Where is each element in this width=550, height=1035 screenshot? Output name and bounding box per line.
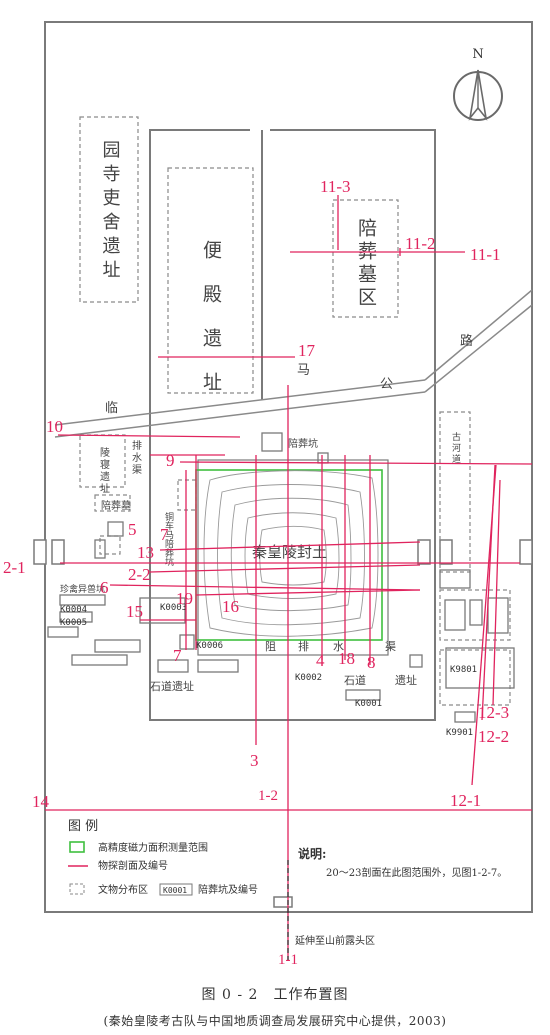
gate-towers — [33, 539, 533, 908]
plabel-3: 3 — [250, 751, 259, 770]
profile-labels: 1-1 1-2 2-1 2-2 3 4 5 6 7 7 8 9 10 11-1 … — [3, 177, 509, 968]
pit-codes: K0004 K0005 K0003 K0006 K0002 K0001 K980… — [60, 603, 477, 738]
legend-item-relics: 文物分布区 — [98, 883, 148, 896]
plabel-11-2: 11-2 — [405, 234, 436, 253]
pit-k0001: K0001 — [355, 699, 382, 709]
site-plan-map: N 园寺吏舍遗址 便殿遗址 陪葬墓区 陵寝遗址 排水渠 秦皇陵封土 陪葬坑 陪葬… — [3, 21, 533, 968]
plabel-13: 13 — [137, 543, 154, 562]
label-road-ma: 马 — [297, 363, 310, 378]
plabel-10: 10 — [46, 417, 63, 436]
pit-k9801: K9801 — [450, 665, 477, 675]
label-paishui-2: 排 — [298, 639, 309, 653]
plabel-12-2: 12-2 — [478, 727, 509, 746]
label-paishui-1: 阻 — [265, 640, 276, 653]
legend-item-profile: 物探剖面及编号 — [98, 859, 168, 872]
label-zhenqin: 珍禽异兽坑 — [60, 583, 105, 595]
pit-k0002: K0002 — [295, 673, 322, 683]
figure-source: (秦始皇陵考古队与中国地质调查局发展研究中心提供，2003) — [103, 1014, 447, 1028]
plabel-9: 9 — [166, 451, 175, 470]
plabel-19: 19 — [176, 589, 193, 608]
dashed-areas — [79, 116, 511, 706]
legend-swatch-relics — [69, 883, 85, 895]
legend-item-survey: 高精度磁力面积测量范围 — [98, 841, 208, 854]
compass: N — [453, 47, 503, 121]
label-hedao: 古河道 — [450, 431, 461, 465]
pit-k0003: K0003 — [160, 603, 187, 613]
label-tongchema: 铜车马陪葬坑 — [163, 511, 174, 567]
pit-k0004: K0004 — [60, 605, 87, 615]
profile-6 — [109, 584, 421, 591]
label-yuansi: 园寺吏舍遗址 — [100, 140, 121, 284]
biandian-area — [167, 167, 254, 394]
plabel-2-2: 2-2 — [128, 565, 151, 584]
pit-k0005: K0005 — [60, 618, 87, 628]
label-paishuiqu: 排水渠 — [130, 439, 142, 476]
hedao-area — [439, 411, 471, 573]
mound-contours — [203, 470, 379, 637]
plabel-2-1: 2-1 — [3, 558, 26, 577]
extension-label: 延伸至山前露头区 — [295, 934, 375, 947]
profile-9 — [179, 461, 533, 465]
label-peizangkeng: 陪葬坑 — [288, 437, 318, 450]
legend-swatch-survey — [69, 841, 85, 853]
profile-lines — [45, 195, 533, 960]
plabel-12-1: 12-1 — [450, 791, 481, 810]
plabel-17: 17 — [298, 341, 316, 360]
label-road-lu: 路 — [460, 333, 473, 349]
plabel-1-2: 1-2 — [258, 788, 278, 804]
plabel-15: 15 — [126, 602, 143, 621]
pit-k0006: K0006 — [196, 641, 223, 651]
label-paishui-4: 渠 — [385, 640, 396, 653]
note: 说明: 20～23剖面在此图范围外，见图1-2-7。 — [298, 846, 507, 879]
plabel-16: 16 — [222, 597, 239, 616]
label-shidao-right-1: 石道 — [344, 673, 366, 687]
label-peizangmu: 陪葬墓 — [101, 499, 131, 512]
legend-swatch-pit — [159, 883, 193, 896]
compass-label: N — [472, 47, 483, 62]
label-paishui-3: 水 — [333, 640, 344, 653]
label-shidao-left: 石道遗址 — [150, 679, 194, 693]
profile-12-2 — [492, 479, 501, 706]
profile-12-3 — [481, 464, 496, 721]
legend-pit-sample: K0001 — [163, 886, 187, 895]
label-road-lin: 临 — [105, 401, 118, 416]
legend-item-pit: 陪葬坑及编号 — [198, 883, 258, 896]
pit-structures — [47, 432, 515, 723]
legend-title: 图 例 — [68, 819, 98, 834]
inner-wall-top-left — [149, 129, 250, 160]
plabel-7b: 7 — [173, 646, 182, 665]
figure-caption: 图 0 - 2 工作布置图 — [201, 987, 349, 1003]
pit-k9901: K9901 — [446, 728, 473, 738]
label-road-gong: 公 — [380, 377, 393, 392]
plabel-8: 8 — [367, 653, 376, 672]
label-lingqin: 陵寝遗址 — [98, 447, 110, 495]
label-biandian: 便殿遗址 — [200, 240, 222, 416]
plabel-11-1: 11-1 — [470, 245, 501, 264]
plabel-18: 18 — [338, 649, 355, 668]
note-title: 说明: — [298, 846, 326, 861]
plabel-6: 6 — [100, 578, 109, 597]
label-mound: 秦皇陵封土 — [252, 543, 327, 561]
plabel-12-3: 12-3 — [478, 703, 509, 722]
label-peizang: 陪葬墓区 — [355, 218, 377, 310]
profile-2-2 — [149, 564, 421, 573]
roads — [54, 289, 533, 438]
area-labels: 园寺吏舍遗址 便殿遗址 陪葬墓区 陵寝遗址 排水渠 秦皇陵封土 陪葬坑 陪葬墓 … — [60, 140, 473, 693]
plabel-5: 5 — [128, 520, 137, 539]
note-text: 20～23剖面在此图范围外，见图1-2-7。 — [326, 866, 507, 879]
plabel-7a: 7 — [160, 525, 169, 544]
plabel-11-3: 11-3 — [320, 177, 351, 196]
profile-10 — [57, 434, 241, 438]
profile-16 — [195, 589, 421, 596]
plabel-14: 14 — [32, 792, 50, 811]
label-shidao-right-2: 遗址 — [395, 673, 417, 687]
profile-13 — [159, 541, 421, 551]
inner-wall — [149, 129, 436, 721]
plabel-1-1: 1-1 — [278, 952, 298, 968]
legend: 图 例 高精度磁力面积测量范围 物探剖面及编号 文物分布区 K0001 陪葬坑及… — [68, 819, 258, 896]
yuansi-area — [79, 116, 139, 303]
plabel-4: 4 — [316, 651, 325, 670]
